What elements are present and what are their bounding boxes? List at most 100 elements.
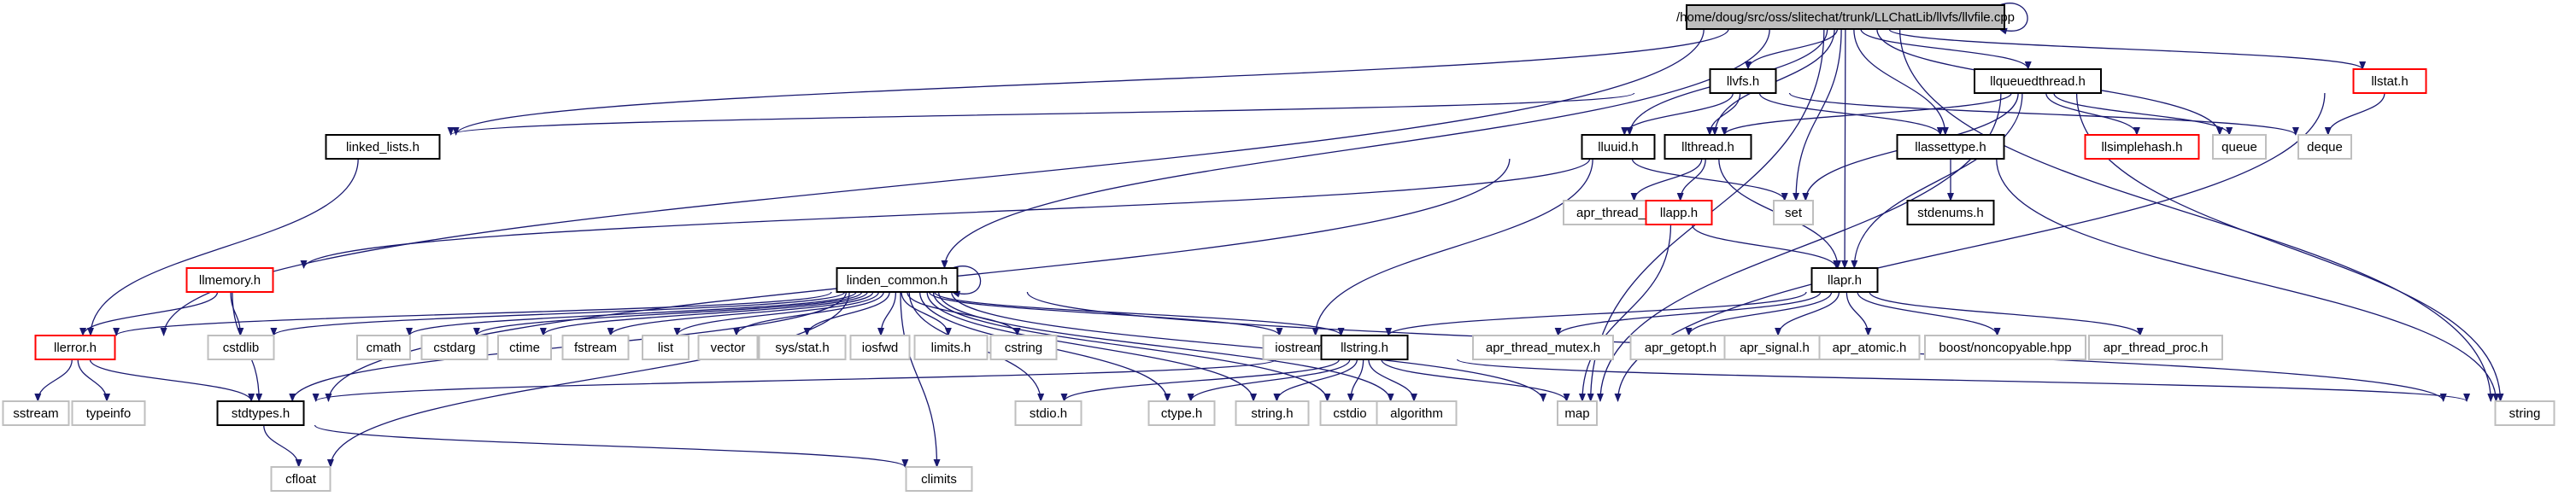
node-box <box>989 335 1058 360</box>
node-lluuid-h[interactable]: lluuid.h <box>1581 134 1656 160</box>
node-label: stdio.h <box>1030 406 1067 421</box>
node-llvfile-cpp[interactable]: /home/doug/src/oss/slitechat/trunk/LLCha… <box>1676 4 2015 30</box>
node-ctime[interactable]: ctime <box>497 335 552 360</box>
node-box <box>1896 134 2005 160</box>
node-llvfs-h[interactable]: llvfs.h <box>1709 68 1777 94</box>
node-boost-noncopyable-hpp[interactable]: boost/noncopyable.hpp <box>1924 335 2086 360</box>
node-box <box>2212 134 2267 160</box>
node-llqueuedthread-h[interactable]: llqueuedthread.h <box>1974 68 2102 94</box>
edge-lluuid-h-to-iostream <box>1311 158 1593 336</box>
node-box <box>642 335 689 360</box>
node-limits-h[interactable]: limits.h <box>913 335 989 360</box>
node-set[interactable]: set <box>1773 200 1814 225</box>
node-box <box>1664 134 1752 160</box>
edge-llqueuedthread-h-to-llsimplehash-h <box>2045 92 2140 136</box>
node-llstring-h[interactable]: llstring.h <box>1320 335 1409 360</box>
node-llerror-h[interactable]: llerror.h <box>34 335 116 360</box>
node-sstream[interactable]: sstream <box>2 400 70 426</box>
node-llapp-h[interactable]: llapp.h <box>1645 200 1713 225</box>
edge-llerror-h-to-sstream <box>34 359 73 402</box>
node-label: map <box>1564 406 1589 421</box>
node-llthread-h[interactable]: llthread.h <box>1664 134 1752 160</box>
node-algorithm[interactable]: algorithm <box>1376 400 1458 426</box>
node-stdenums-h[interactable]: stdenums.h <box>1906 200 1995 225</box>
node-box <box>1924 335 2086 360</box>
edge-llvfile-cpp-to-llvfile-cpp <box>1998 3 2028 35</box>
node-llsimplehash-h[interactable]: llsimplehash.h <box>2084 134 2200 160</box>
edge-llvfs-h-to-deque <box>1788 92 2299 136</box>
node-string[interactable]: string <box>2494 400 2555 426</box>
node-label: /home/doug/src/oss/slitechat/trunk/LLCha… <box>1676 10 2015 25</box>
node-label: iostream <box>1275 341 1324 355</box>
edge-llstring-h-to-cstdio <box>1347 359 1364 402</box>
edge-linden-common-h-to-iosfwd <box>877 291 897 336</box>
node-llstat-h[interactable]: llstat.h <box>2352 68 2427 94</box>
edge-llstring-h-to-stdio-h <box>1060 359 1341 402</box>
node-box <box>497 335 552 360</box>
edge-stdtypes-h-to-climits <box>314 424 909 468</box>
node-cstdarg[interactable]: cstdarg <box>420 335 489 360</box>
node-cstdlib[interactable]: cstdlib <box>207 335 275 360</box>
edge-llvfile-cpp-to-linked-lists-h <box>452 28 1729 136</box>
node-stdtypes-h[interactable]: stdtypes.h <box>216 400 305 426</box>
node-llmemory-h[interactable]: llmemory.h <box>185 267 274 293</box>
node-apr-thread-proc-h[interactable]: apr_thread_proc.h <box>2088 335 2223 360</box>
edge-llapr-h-to-boost-noncopyable-hpp <box>1857 291 2001 336</box>
node-cfloat[interactable]: cfloat <box>270 466 332 492</box>
node-llapr-h[interactable]: llapr.h <box>1810 267 1879 293</box>
node-iostream[interactable]: iostream <box>1262 335 1337 360</box>
edge-llqueuedthread-h-to-queue <box>2053 92 2233 136</box>
node-ctype-h[interactable]: ctype.h <box>1147 400 1216 426</box>
node-deque[interactable]: deque <box>2297 134 2352 160</box>
edge-linden-common-h-to-cstdio <box>932 291 1331 402</box>
node-label: ctype.h <box>1161 406 1202 421</box>
node-linked-lists-h[interactable]: linked_lists.h <box>325 134 441 160</box>
edge-linden-common-h-to-climits <box>900 291 941 468</box>
node-apr-thread-mutex-h[interactable]: apr_thread_mutex.h <box>1472 335 1614 360</box>
node-label: set <box>1785 206 1803 220</box>
node-cstring[interactable]: cstring <box>989 335 1058 360</box>
node-map[interactable]: map <box>1557 400 1598 426</box>
node-box <box>1974 68 2102 94</box>
node-linden-common-h[interactable]: linden_common.h <box>836 267 959 293</box>
node-apr-signal-h[interactable]: apr_signal.h <box>1723 335 1826 360</box>
node-box <box>185 267 274 293</box>
node-iosfwd[interactable]: iosfwd <box>849 335 911 360</box>
node-stdio-h[interactable]: stdio.h <box>1014 400 1083 426</box>
node-label: cstdlib <box>223 341 260 355</box>
node-box <box>1709 68 1777 94</box>
edges-layer <box>34 3 2504 468</box>
node-box <box>1645 200 1713 225</box>
node-cstdio[interactable]: cstdio <box>1319 400 1381 426</box>
node-label: cstdarg <box>433 341 475 355</box>
node-apr-atomic-h[interactable]: apr_atomic.h <box>1818 335 1921 360</box>
edge-linden-common-h-to-list <box>673 291 879 336</box>
edge-llapr-h-to-apr-getopt-h <box>1685 291 1833 336</box>
edge-llvfile-cpp-to-llassettype-h <box>1853 28 1949 136</box>
edge-llvfile-cpp-to-llqueuedthread-h <box>1860 28 2032 70</box>
node-box <box>913 335 989 360</box>
node-list[interactable]: list <box>642 335 689 360</box>
node-apr-getopt-h[interactable]: apr_getopt.h <box>1629 335 1732 360</box>
node-box <box>1014 400 1083 426</box>
node-vector[interactable]: vector <box>697 335 759 360</box>
node-fstream[interactable]: fstream <box>561 335 630 360</box>
node-string-h[interactable]: string.h <box>1235 400 1310 426</box>
node-cmath[interactable]: cmath <box>356 335 411 360</box>
node-label: apr_getopt.h <box>1645 341 1716 355</box>
node-label: deque <box>2307 140 2343 155</box>
node-label: typeinfo <box>86 406 132 421</box>
edge-linden-common-h-to-llerror-h <box>113 291 832 336</box>
node-queue[interactable]: queue <box>2212 134 2267 160</box>
node-llassettype-h[interactable]: llassettype.h <box>1896 134 2005 160</box>
edge-linden-common-h-to-string-h <box>926 291 1257 402</box>
node-box <box>1235 400 1310 426</box>
node-typeinfo[interactable]: typeinfo <box>71 400 146 426</box>
edge-llapr-h-to-apr-thread-mutex-h <box>1554 291 1822 336</box>
node-climits[interactable]: climits <box>905 466 973 492</box>
node-sys-stat-h[interactable]: sys/stat.h <box>758 335 847 360</box>
node-label: llqueuedthread.h <box>1990 74 2086 89</box>
node-label: cfloat <box>285 472 317 487</box>
node-label: llassettype.h <box>1915 140 1986 155</box>
